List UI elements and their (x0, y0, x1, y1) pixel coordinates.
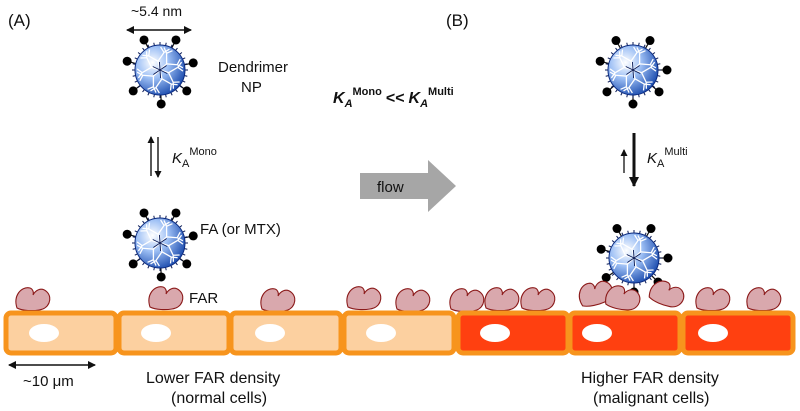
folate-receptor (449, 288, 485, 313)
dendrimer-core (152, 234, 168, 252)
cell-nucleus (255, 324, 285, 342)
ligand-dot (156, 99, 166, 109)
k-multi-label: KAMulti (647, 146, 688, 170)
dendrimer-nanoparticle-free (595, 36, 672, 109)
folate-receptor (484, 287, 520, 312)
ligand-dot (156, 272, 166, 282)
folate-receptor (746, 287, 782, 312)
dendrimer-branches (609, 46, 657, 94)
cell (228, 310, 344, 356)
ligand-dot (611, 36, 621, 46)
folate-receptor (648, 280, 685, 308)
ligand-dot (188, 231, 198, 241)
dendrimer-core (625, 61, 641, 79)
ligand-dot (139, 35, 149, 45)
folate-receptors (15, 280, 782, 313)
dendrimer-label-line1: Dendrimer (218, 59, 288, 76)
folate-receptor (15, 287, 51, 312)
dendrimer-nanoparticle-multivalent (596, 224, 673, 297)
cell-nucleus (698, 324, 728, 342)
flow-arrow (360, 160, 456, 212)
scale-label: ~10 μm (23, 373, 74, 390)
dendrimer-core (626, 249, 642, 267)
ligand-dot (645, 36, 655, 46)
ligand-dot (601, 273, 611, 283)
cell-nucleus (29, 324, 59, 342)
flow-label: flow (377, 179, 404, 196)
ligand-dot (628, 99, 638, 109)
cell (341, 310, 457, 356)
folate-receptor (695, 287, 731, 312)
affinity-comparison: KAMono<<KAMulti (333, 86, 454, 110)
ligand-dot (171, 208, 181, 218)
panel-a-label: (A) (8, 11, 31, 30)
panel-b-label: (B) (446, 11, 469, 30)
cell-nucleus (480, 324, 510, 342)
folate-receptor (395, 288, 431, 313)
folate-receptor (260, 288, 296, 313)
ligand-dot (182, 86, 192, 96)
cell-nucleus (141, 324, 171, 342)
left-caption-line1: Lower FAR density (146, 370, 280, 387)
right-caption-line2: (malignant cells) (593, 390, 709, 407)
size-label: ~5.4 nm (131, 3, 182, 19)
cell (455, 310, 571, 356)
ligand-label: FA (or MTX) (200, 221, 281, 238)
ligand-dot (596, 244, 606, 254)
ligand-dot (646, 224, 656, 234)
left-caption-line2: (normal cells) (171, 390, 267, 407)
dendrimer-branches (610, 234, 658, 282)
ligand-dot (139, 208, 149, 218)
ligand-dot (171, 35, 181, 45)
dendrimer-branches (136, 219, 184, 267)
cell (3, 310, 119, 356)
folate-receptor (520, 287, 556, 312)
ligand-dot (188, 58, 198, 68)
ligand-dot (654, 87, 664, 97)
folate-receptor (578, 280, 613, 307)
dendrimer-nanoparticle-bound (122, 208, 198, 282)
dendrimer-nanoparticle (122, 35, 198, 109)
ligand-dot (122, 229, 132, 239)
ligand-dot (122, 56, 132, 66)
ligand-dot (602, 87, 612, 97)
cell-nucleus (582, 324, 612, 342)
ligand-dot (595, 56, 605, 66)
dendrimer-label-line2: NP (241, 79, 262, 96)
cell (680, 310, 796, 356)
folate-receptor (605, 285, 641, 311)
cell (567, 310, 683, 356)
k-mono-label: KAMono (172, 146, 217, 170)
ligand-dot (128, 259, 138, 269)
ligand-dot (128, 86, 138, 96)
cell-layer (3, 310, 796, 356)
cell (116, 310, 232, 356)
ligand-dot (662, 65, 672, 75)
folate-receptor (148, 286, 184, 311)
ligand-dot (612, 224, 622, 234)
ligand-dot (182, 259, 192, 269)
folate-receptor (346, 286, 382, 311)
cell-nucleus (366, 324, 396, 342)
right-caption-line1: Higher FAR density (581, 370, 719, 387)
ligand-dot (663, 253, 673, 263)
dendrimer-core (152, 61, 168, 79)
receptor-label: FAR (189, 290, 218, 307)
